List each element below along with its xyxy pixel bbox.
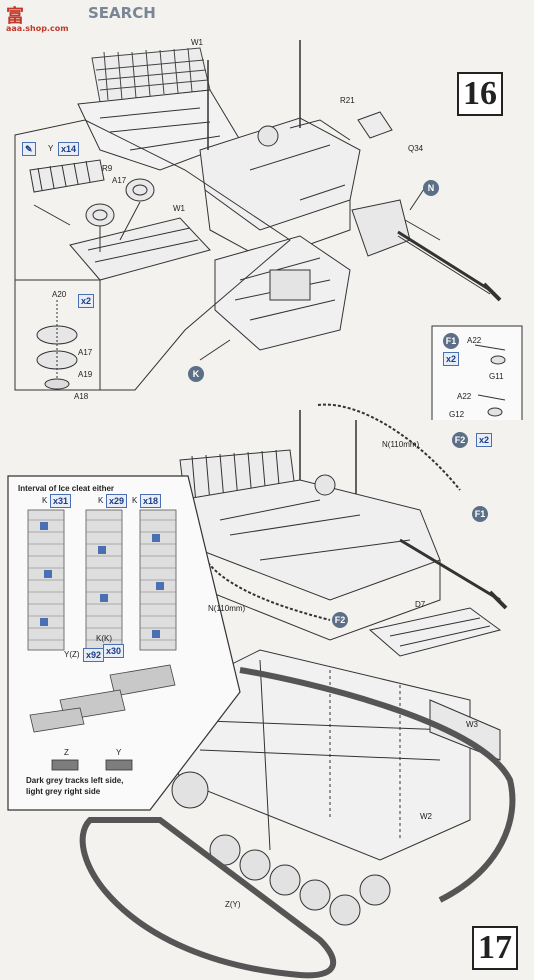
part-a17-inset: A17 — [112, 176, 127, 185]
wheel-quantity-tag: x2 — [78, 294, 95, 308]
step-16-number: 16 — [457, 72, 503, 116]
track-color-note-2: light grey right side — [26, 787, 101, 796]
cable-n-right: N(110mm) — [382, 440, 420, 449]
step-17-drawing — [7, 403, 516, 979]
marker-k: K — [188, 366, 204, 382]
part-w1-inset: W1 — [173, 204, 185, 213]
part-a17-wheel: A17 — [78, 348, 93, 357]
col-qty-2: x29 — [106, 494, 128, 508]
cable-n-left: N(110mm) — [208, 604, 246, 613]
y-quantity-tag: x14 — [58, 142, 80, 156]
col-label-k2: K — [98, 496, 104, 505]
track-label-z: Z — [64, 748, 69, 757]
part-w1-top: W1 — [191, 38, 203, 47]
part-y: Y — [48, 144, 54, 153]
part-r9: R9 — [102, 164, 113, 173]
col-label-k1: K — [42, 496, 48, 505]
part-g12: G12 — [449, 410, 465, 419]
col-qty-3: x18 — [140, 494, 162, 508]
yz-quantity-tag: x92 — [83, 648, 105, 662]
marker-f2: F2 — [332, 612, 348, 628]
step-16-drawing — [14, 40, 523, 420]
part-w2: W2 — [420, 812, 432, 821]
track-label-kk: K(K) — [96, 634, 112, 643]
marker-f1: F1 — [472, 506, 488, 522]
paint-icon: ✎ — [22, 142, 36, 156]
part-r21: R21 — [340, 96, 355, 105]
watermark-site: aaa.shop.com — [6, 24, 69, 33]
f2-quantity-tag: x2 — [476, 433, 493, 447]
part-d7: D7 — [415, 600, 426, 609]
col-label-k3: K — [132, 496, 138, 505]
watermark-logo: 富 — [6, 6, 24, 27]
track-color-note-1: Dark grey tracks left side, — [26, 776, 124, 785]
track-label-yz: Y(Z) — [64, 650, 80, 659]
watermark-brand: SEARCH — [88, 4, 156, 22]
track-label-y: Y — [116, 748, 122, 757]
ice-cleat-title: Interval of Ice cleat either — [18, 484, 115, 493]
kk-quantity-tag: x30 — [103, 644, 125, 658]
part-zy: Z(Y) — [225, 900, 241, 909]
part-q34: Q34 — [408, 144, 424, 153]
marker-f1-inset: F1 — [443, 333, 459, 349]
part-a20: A20 — [52, 290, 67, 299]
part-g11: G11 — [489, 372, 504, 381]
part-a18: A18 — [74, 392, 89, 401]
step-17-number: 17 — [472, 926, 518, 970]
marker-n: N — [423, 180, 439, 196]
part-a22-b: A22 — [457, 392, 472, 401]
inset-track-links — [29, 159, 105, 226]
spare-track-links — [91, 47, 211, 103]
part-w3: W3 — [466, 720, 478, 729]
part-a19: A19 — [78, 370, 93, 379]
col-qty-1: x31 — [50, 494, 72, 508]
f1-quantity-tag: x2 — [443, 352, 460, 366]
part-a22-a: A22 — [467, 336, 482, 345]
marker-f2-inset: F2 — [452, 432, 468, 448]
